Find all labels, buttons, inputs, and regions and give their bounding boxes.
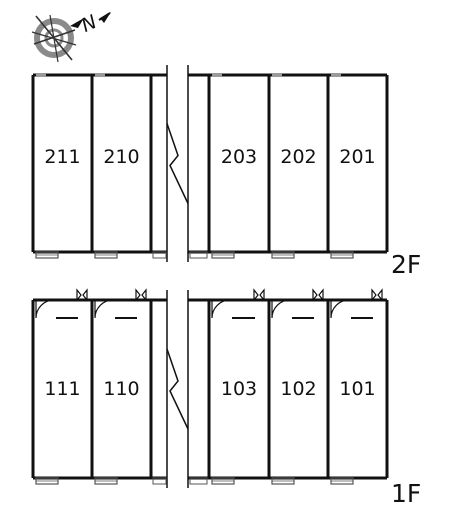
window-top — [36, 73, 46, 77]
floor-label: 1F — [391, 479, 421, 508]
entrance-door-icon — [135, 288, 147, 302]
unit-number: 202 — [280, 146, 316, 168]
door-swing — [330, 299, 350, 319]
floor-1f: 111 110 103 102 101 1F — [31, 288, 421, 508]
unit-number: 203 — [221, 146, 257, 168]
balcony-marker — [152, 251, 167, 259]
entrance-door-icon — [371, 288, 383, 302]
unit-number: 101 — [339, 378, 375, 400]
floor-2f: 211 210 203 202 201 2F — [31, 65, 421, 279]
unit-number: 102 — [280, 378, 316, 400]
unit-number: 110 — [103, 378, 139, 400]
compass-north-label: N — [78, 11, 100, 37]
door-swing — [211, 299, 231, 319]
break-zigzag — [166, 123, 189, 204]
balcony-marker — [189, 251, 208, 259]
entrance-door-icon — [312, 288, 324, 302]
balcony-marker — [152, 477, 167, 485]
window-top — [212, 73, 222, 77]
window-top — [95, 73, 105, 77]
entrance-door-icon — [253, 288, 265, 302]
unit-number: 210 — [103, 146, 139, 168]
unit-number: 111 — [44, 378, 80, 400]
unit-number: 103 — [221, 378, 257, 400]
window-top — [331, 73, 341, 77]
unit-number: 201 — [339, 146, 375, 168]
break-zigzag — [166, 348, 189, 430]
door-swing — [271, 299, 291, 319]
door-swing — [94, 299, 114, 319]
entrance-door-icon — [76, 288, 88, 302]
compass-north-icon — [31, 12, 111, 63]
floor-label: 2F — [391, 250, 421, 279]
window-top — [272, 73, 282, 77]
unit-number: 211 — [44, 146, 80, 168]
balcony-marker — [189, 477, 208, 485]
door-swing — [35, 299, 55, 319]
